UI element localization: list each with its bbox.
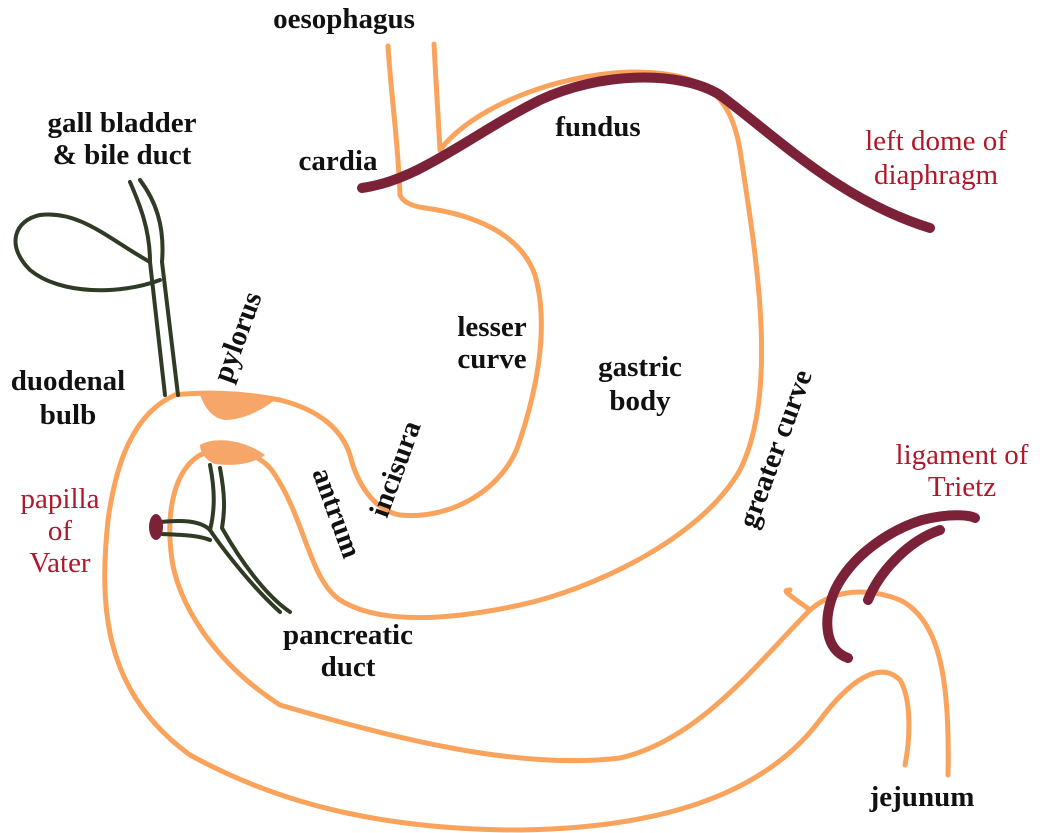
- label-papilla-3: Vater: [29, 547, 91, 579]
- label-jejunum: jejunum: [869, 781, 975, 813]
- label-gastric-body-2: body: [609, 385, 671, 417]
- label-lesser-curve-2: curve: [457, 343, 526, 375]
- pancreatic-duct-branch: [210, 465, 290, 612]
- label-greater-curve: greater curve: [732, 366, 819, 533]
- oesophagus-wall-right: [434, 44, 440, 150]
- label-pylorus: pylorus: [207, 288, 269, 387]
- label-fundus: fundus: [555, 111, 640, 143]
- label-gastric-body-1: gastric: [598, 351, 682, 383]
- papilla-of-vater: [149, 514, 163, 540]
- label-papilla-1: papilla: [21, 483, 100, 515]
- left-dome-of-diaphragm: [362, 78, 930, 228]
- antrum-thickening: [200, 440, 265, 465]
- label-pancreatic-duct-1: pancreatic: [283, 619, 413, 651]
- ligament-of-trietz: [827, 515, 975, 658]
- labels: oesophagus gall bladder & bile duct card…: [11, 3, 1029, 813]
- label-pancreatic-duct-2: duct: [321, 651, 376, 683]
- label-gall-bladder-2: & bile duct: [53, 139, 192, 171]
- label-duodenal-bulb-1: duodenal: [11, 365, 125, 397]
- label-left-dome-1: left dome of: [865, 125, 1007, 157]
- label-incisura: incisura: [363, 416, 427, 521]
- bile-duct-right: [140, 180, 178, 395]
- label-ligament-1: ligament of: [896, 439, 1029, 471]
- gall-bladder: [16, 214, 160, 290]
- label-duodenal-bulb-2: bulb: [40, 399, 96, 431]
- label-oesophagus: oesophagus: [273, 3, 415, 35]
- label-lesser-curve-1: lesser: [457, 311, 526, 343]
- jejunum-segment: [786, 590, 810, 610]
- label-gall-bladder-1: gall bladder: [47, 107, 196, 139]
- label-left-dome-2: diaphragm: [874, 159, 998, 191]
- label-cardia: cardia: [299, 145, 378, 177]
- label-papilla-2: of: [48, 515, 73, 547]
- label-ligament-2: Trietz: [928, 471, 996, 503]
- gut-outline: [105, 44, 948, 830]
